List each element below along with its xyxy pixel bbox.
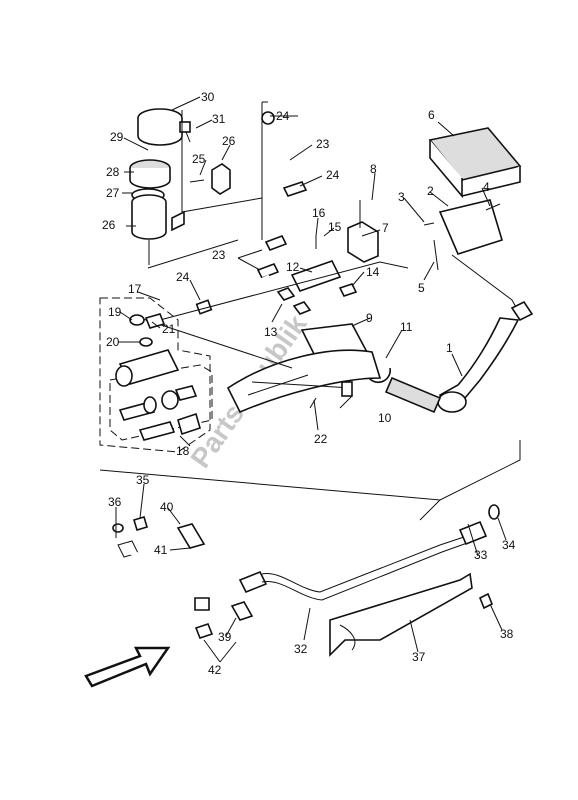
part-label: 39 bbox=[218, 630, 232, 644]
part-label: 26 bbox=[222, 134, 236, 148]
part-label: 19 bbox=[108, 305, 122, 319]
part-label: 18 bbox=[176, 444, 190, 458]
pedal-arm-group bbox=[226, 254, 534, 414]
part-label: 12 bbox=[286, 260, 300, 274]
part-labels: 30 31 29 26 25 28 27 26 24 23 24 23 24 8… bbox=[102, 90, 516, 677]
part-label: 5 bbox=[418, 281, 425, 295]
reservoir-bracket bbox=[147, 101, 268, 269]
lower-brake-line-group bbox=[112, 504, 500, 657]
part-label: 24 bbox=[326, 168, 340, 182]
part-label: 36 bbox=[108, 495, 122, 509]
hose-group bbox=[195, 111, 308, 315]
part-label: 4 bbox=[483, 180, 490, 194]
part-label: 41 bbox=[154, 543, 168, 557]
part-label: 23 bbox=[212, 248, 226, 262]
part-label: 23 bbox=[316, 137, 330, 151]
part-label: 24 bbox=[176, 270, 190, 284]
part-label: 10 bbox=[378, 411, 392, 425]
part-label: 37 bbox=[412, 650, 426, 664]
part-label: 31 bbox=[212, 112, 226, 126]
part-label: 9 bbox=[366, 311, 373, 325]
reservoir-group bbox=[129, 108, 231, 265]
part-label: 42 bbox=[208, 663, 222, 677]
part-label: 35 bbox=[136, 473, 150, 487]
part-label: 11 bbox=[400, 320, 413, 334]
part-label: 16 bbox=[312, 206, 326, 220]
leader-lines bbox=[115, 96, 507, 663]
part-label: 22 bbox=[314, 432, 328, 446]
part-label: 29 bbox=[110, 130, 124, 144]
assembly-outline bbox=[99, 261, 521, 521]
part-label: 28 bbox=[106, 165, 120, 179]
direction-arrow bbox=[84, 646, 171, 688]
part-label: 13 bbox=[264, 325, 278, 339]
part-label: 2 bbox=[427, 184, 434, 198]
part-label: 14 bbox=[366, 265, 380, 279]
part-label: 30 bbox=[201, 90, 215, 104]
part-label: 25 bbox=[192, 152, 206, 166]
part-label: 1 bbox=[446, 341, 453, 355]
part-label: 38 bbox=[500, 627, 514, 641]
part-label: 8 bbox=[370, 162, 377, 176]
pedal-pad-group bbox=[276, 127, 522, 315]
part-label: 33 bbox=[474, 548, 488, 562]
part-label: 40 bbox=[160, 500, 174, 514]
part-label: 32 bbox=[294, 642, 308, 656]
part-label: 3 bbox=[398, 190, 405, 204]
part-label: 21 bbox=[162, 322, 176, 336]
master-cylinder-group bbox=[99, 297, 213, 453]
part-label: 20 bbox=[106, 335, 120, 349]
part-label: 7 bbox=[382, 221, 389, 235]
part-label: 17 bbox=[128, 282, 142, 296]
part-label: 34 bbox=[502, 538, 516, 552]
part-label: 24 bbox=[276, 109, 290, 123]
part-label: 26 bbox=[102, 218, 116, 232]
part-label: 27 bbox=[106, 186, 120, 200]
part-label: 6 bbox=[428, 108, 435, 122]
part-label: 15 bbox=[328, 220, 342, 234]
